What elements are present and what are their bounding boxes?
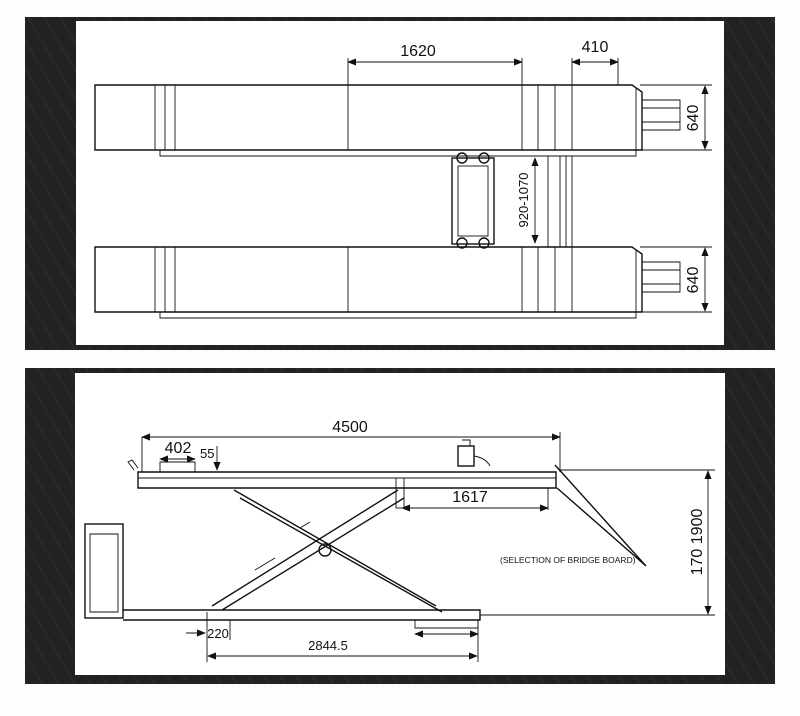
dim-170-1900: 170 1900: [689, 509, 706, 576]
jack: [457, 439, 491, 467]
dim-402: 402: [165, 440, 192, 457]
dim-55: 55: [200, 446, 214, 461]
dim-640-lower: 640: [685, 267, 702, 294]
top-plan-view: 1620 410 640 640 920-1070: [94, 39, 712, 319]
dim-410: 410: [582, 39, 609, 56]
dim-920-1070: 920-1070: [516, 173, 531, 228]
lower-runway: [94, 246, 681, 319]
top-view-sheet: [76, 21, 724, 345]
bridge-board-note: (SELECTION OF BRIDGE BOARD): [500, 555, 636, 565]
dim-4500: 4500: [332, 419, 368, 436]
bridge-board-ramp: [554, 464, 647, 567]
dim-220: 220: [207, 626, 229, 641]
dim-1620: 1620: [400, 43, 436, 60]
dim-2844-5: 2844.5: [308, 638, 348, 653]
platform: [127, 459, 557, 489]
side-elevation-view: 4500 402 55 1617 (SELECTION OF BRIDGE BO…: [84, 419, 715, 662]
side-view-sheet: [75, 373, 725, 675]
dim-1617: 1617: [452, 489, 488, 506]
dim-640-upper: 640: [685, 105, 702, 132]
base-frame: [123, 609, 481, 629]
upper-runway: [94, 84, 681, 157]
control-box: [84, 523, 124, 619]
cross-beam: [451, 152, 573, 249]
scissor-arms: [211, 477, 443, 613]
